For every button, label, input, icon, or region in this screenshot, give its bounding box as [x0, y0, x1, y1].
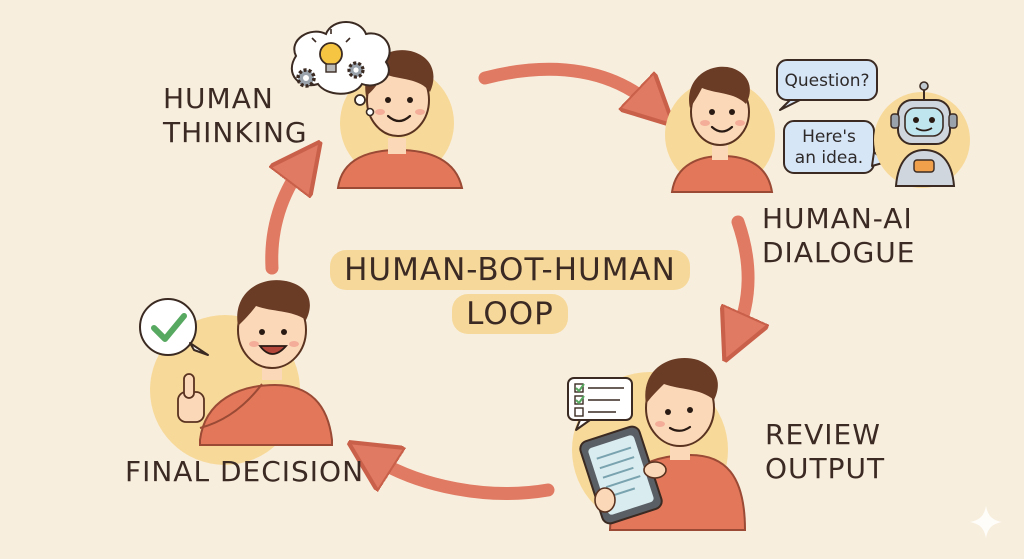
arrow-review-to-decision [370, 456, 555, 500]
gear-icon [296, 68, 316, 88]
tablet-icon [579, 425, 667, 525]
idea-bubble: Here's an idea. [783, 120, 887, 174]
lightbulb-icon [311, 29, 351, 73]
question-bubble: Question? [776, 59, 878, 111]
human-decision-figure [150, 280, 333, 465]
idea-bubble-line1: Here's [802, 127, 856, 147]
label-human-thinking-line2: THINKING [163, 116, 308, 149]
label-decision-line1: FINAL DECISION [125, 455, 365, 488]
thought-cloud [290, 21, 391, 117]
label-dialogue-line1: HUMAN-AI [762, 202, 913, 235]
label-review-line2: OUTPUT [765, 452, 886, 485]
label-human-thinking-line1: HUMAN [163, 82, 274, 115]
checkmark-bubble [139, 298, 209, 356]
arrow-dialogue-to-review [735, 215, 748, 338]
checkmark-icon [151, 313, 187, 342]
diagram-title: HUMAN-BOT-HUMAN LOOP [330, 248, 690, 336]
gear-icon [347, 61, 365, 79]
sparkle-icon [970, 506, 1002, 538]
label-human-thinking: HUMAN THINKING [163, 82, 308, 150]
idea-bubble-line2: an idea. [795, 148, 863, 168]
label-review-line1: REVIEW [765, 418, 881, 451]
robot-icon [874, 81, 970, 188]
checklist-icon [567, 377, 633, 431]
title-line-1: HUMAN-BOT-HUMAN [330, 250, 690, 290]
label-final-decision: FINAL DECISION [125, 455, 364, 489]
arrow-decision-to-thinking [265, 162, 305, 275]
question-bubble-text: Question? [784, 71, 869, 91]
label-human-ai-dialogue: HUMAN-AI DIALOGUE [762, 202, 916, 270]
arrow-thinking-to-dialogue [478, 62, 655, 108]
title-line-2: LOOP [452, 294, 568, 334]
label-dialogue-line2: DIALOGUE [762, 236, 916, 269]
label-review-output: REVIEW OUTPUT [765, 418, 885, 486]
human-dialogue-figure [665, 66, 775, 193]
